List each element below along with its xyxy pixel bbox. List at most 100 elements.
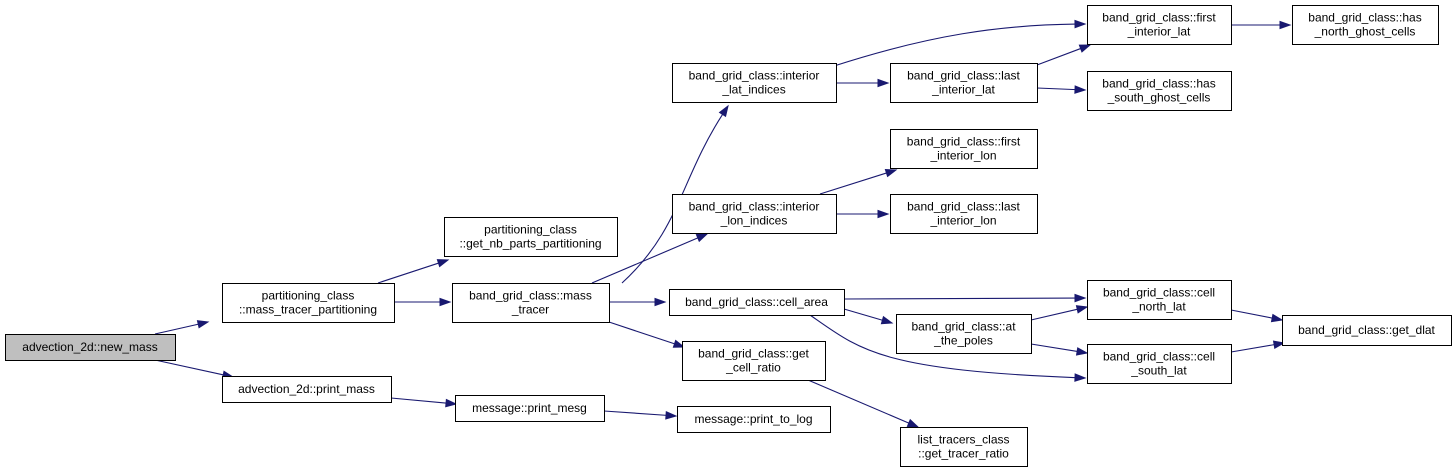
call-edge-cell_area-to-cell_north_lat <box>843 293 1087 303</box>
arrowhead-icon <box>196 320 210 329</box>
node-box <box>1087 71 1232 111</box>
node-label: message::print_to_log <box>694 412 812 426</box>
arrowhead-icon <box>718 104 729 118</box>
call-edge-mass_tracer-to-cell_area <box>609 297 667 307</box>
arrowhead-icon <box>877 209 890 219</box>
call-nodes: advection_2d::new_masspartitioning_class… <box>5 5 1452 467</box>
call-edge-interior_lat_indices-to-first_interior_lat <box>833 19 1087 67</box>
arrowhead-icon <box>906 418 920 428</box>
node-cell-north-lat[interactable]: band_grid_class::cell_north_lat <box>1087 280 1232 320</box>
node-box <box>1087 280 1232 320</box>
node-has-south-ghost[interactable]: band_grid_class::has_south_ghost_cells <box>1087 71 1232 111</box>
node-get-nb-parts[interactable]: partitioning_class::get_nb_parts_partiti… <box>444 217 618 257</box>
call-edge-first_interior_lat-to-has_north_ghost <box>1231 20 1292 30</box>
arrowhead-icon <box>1074 85 1087 94</box>
node-label: band_grid_class::has <box>1308 11 1421 25</box>
call-edge-get_cell_ratio-to-get_tracer_ratio <box>807 379 920 428</box>
arrowhead-icon <box>877 78 890 88</box>
node-label: list_tracers_class <box>917 433 1009 447</box>
edge-line <box>1030 343 1079 353</box>
node-label: band_grid_class::has <box>1102 77 1215 91</box>
edge-line <box>1030 308 1079 321</box>
node-label: _south_ghost_cells <box>1107 91 1211 105</box>
node-label: _lon_indices <box>720 214 788 228</box>
call-edge-new_mass-to-mass_tracer_partitioning <box>154 320 210 335</box>
node-box <box>444 217 618 257</box>
call-edge-cell_north_lat-to-get_dlat <box>1230 309 1284 323</box>
call-edge-interior_lat_indices-to-last_interior_lat <box>836 78 890 88</box>
arrowhead-icon <box>1074 19 1087 29</box>
node-first-interior-lon[interactable]: band_grid_class::first_interior_lon <box>890 129 1038 169</box>
node-print-mass[interactable]: advection_2d::print_mass <box>222 376 392 403</box>
edge-line <box>819 172 888 195</box>
node-has-north-ghost[interactable]: band_grid_class::has_north_ghost_cells <box>1292 5 1439 45</box>
node-label: band_grid_class::mass <box>469 289 592 303</box>
arrowhead-icon <box>672 339 686 348</box>
node-cell-south-lat[interactable]: band_grid_class::cell_south_lat <box>1087 344 1232 384</box>
node-box <box>1087 5 1232 45</box>
node-label: band_grid_class::cell <box>1103 350 1215 364</box>
node-interior-lon-indices[interactable]: band_grid_class::interior_lon_indices <box>672 194 837 234</box>
call-edge-cell_south_lat-to-get_dlat <box>1230 340 1286 353</box>
call-edge-last_interior_lat-to-first_interior_lat <box>1036 44 1092 66</box>
node-box <box>222 376 392 403</box>
edge-line <box>1230 309 1274 319</box>
node-label: ::get_tracer_ratio <box>918 447 1009 461</box>
node-box <box>890 129 1038 169</box>
node-box <box>669 289 845 316</box>
node-interior-lat-indices[interactable]: band_grid_class::interior_lat_indices <box>672 63 837 103</box>
edge-line <box>1230 343 1276 353</box>
node-print-to-log[interactable]: message::print_to_log <box>677 406 831 433</box>
node-label: partitioning_class <box>262 289 355 303</box>
call-edge-at_the_poles-to-cell_north_lat <box>1030 305 1089 321</box>
node-last-interior-lat[interactable]: band_grid_class::last_interior_lat <box>890 63 1038 103</box>
node-box <box>900 427 1028 467</box>
node-label: band_grid_class::at <box>911 320 1016 334</box>
node-box <box>452 283 610 323</box>
edge-line <box>591 237 699 284</box>
call-edge-interior_lon_indices-to-last_interior_lon <box>836 209 890 219</box>
node-last-interior-lon[interactable]: band_grid_class::last_interior_lon <box>890 194 1038 234</box>
edge-line <box>377 262 440 284</box>
arrowhead-icon <box>695 233 709 243</box>
arrowhead-icon <box>1272 340 1286 350</box>
arrowhead-icon <box>445 398 458 408</box>
node-mass-tracer-partitioning[interactable]: partitioning_class::mass_tracer_partitio… <box>222 283 395 323</box>
node-box <box>677 406 831 433</box>
edge-line <box>608 321 676 345</box>
node-label: _north_lat <box>1131 300 1186 314</box>
call-edge-mass_tracer-to-get_cell_ratio <box>608 321 686 348</box>
node-mass-tracer[interactable]: band_grid_class::mass_tracer <box>452 283 610 323</box>
arrowhead-icon <box>1075 305 1089 314</box>
arrowhead-icon <box>1074 373 1087 382</box>
node-get-dlat[interactable]: band_grid_class::get_dlat <box>1282 315 1452 346</box>
arrowhead-icon <box>439 297 452 307</box>
node-print-mesg[interactable]: message::print_mesg <box>455 395 605 422</box>
node-label: band_grid_class::last <box>907 200 1020 214</box>
node-box <box>1087 344 1232 384</box>
edge-line <box>843 308 884 322</box>
node-first-interior-lat[interactable]: band_grid_class::first_interior_lat <box>1087 5 1232 45</box>
node-label: band_grid_class::get <box>698 347 809 361</box>
node-label: _lat_indices <box>721 83 785 97</box>
node-box <box>890 63 1038 103</box>
node-box <box>455 395 605 422</box>
node-get-tracer-ratio[interactable]: list_tracers_class::get_tracer_ratio <box>900 427 1028 467</box>
call-edge-print_mesg-to-print_to_log <box>603 410 678 420</box>
arrowhead-icon <box>1075 347 1089 356</box>
node-label: band_grid_class::cell <box>1103 286 1215 300</box>
node-get-cell-ratio[interactable]: band_grid_class::get_cell_ratio <box>682 341 826 381</box>
node-cell-area[interactable]: band_grid_class::cell_area <box>669 289 845 316</box>
node-label: _cell_ratio <box>725 361 781 375</box>
node-label: advection_2d::print_mass <box>238 382 375 396</box>
call-edge-new_mass-to-print_mass <box>154 359 235 379</box>
node-box <box>5 334 176 361</box>
node-box <box>1282 315 1452 346</box>
edge-line <box>1036 47 1082 66</box>
node-label: _the_poles <box>933 334 993 348</box>
call-edge-last_interior_lat-to-has_south_ghost <box>1036 85 1087 94</box>
call-edge-mass_tracer-to-interior_lon_indices <box>591 233 709 284</box>
node-at-the-poles[interactable]: band_grid_class::at_the_poles <box>896 314 1032 354</box>
arrowhead-icon <box>665 410 678 420</box>
